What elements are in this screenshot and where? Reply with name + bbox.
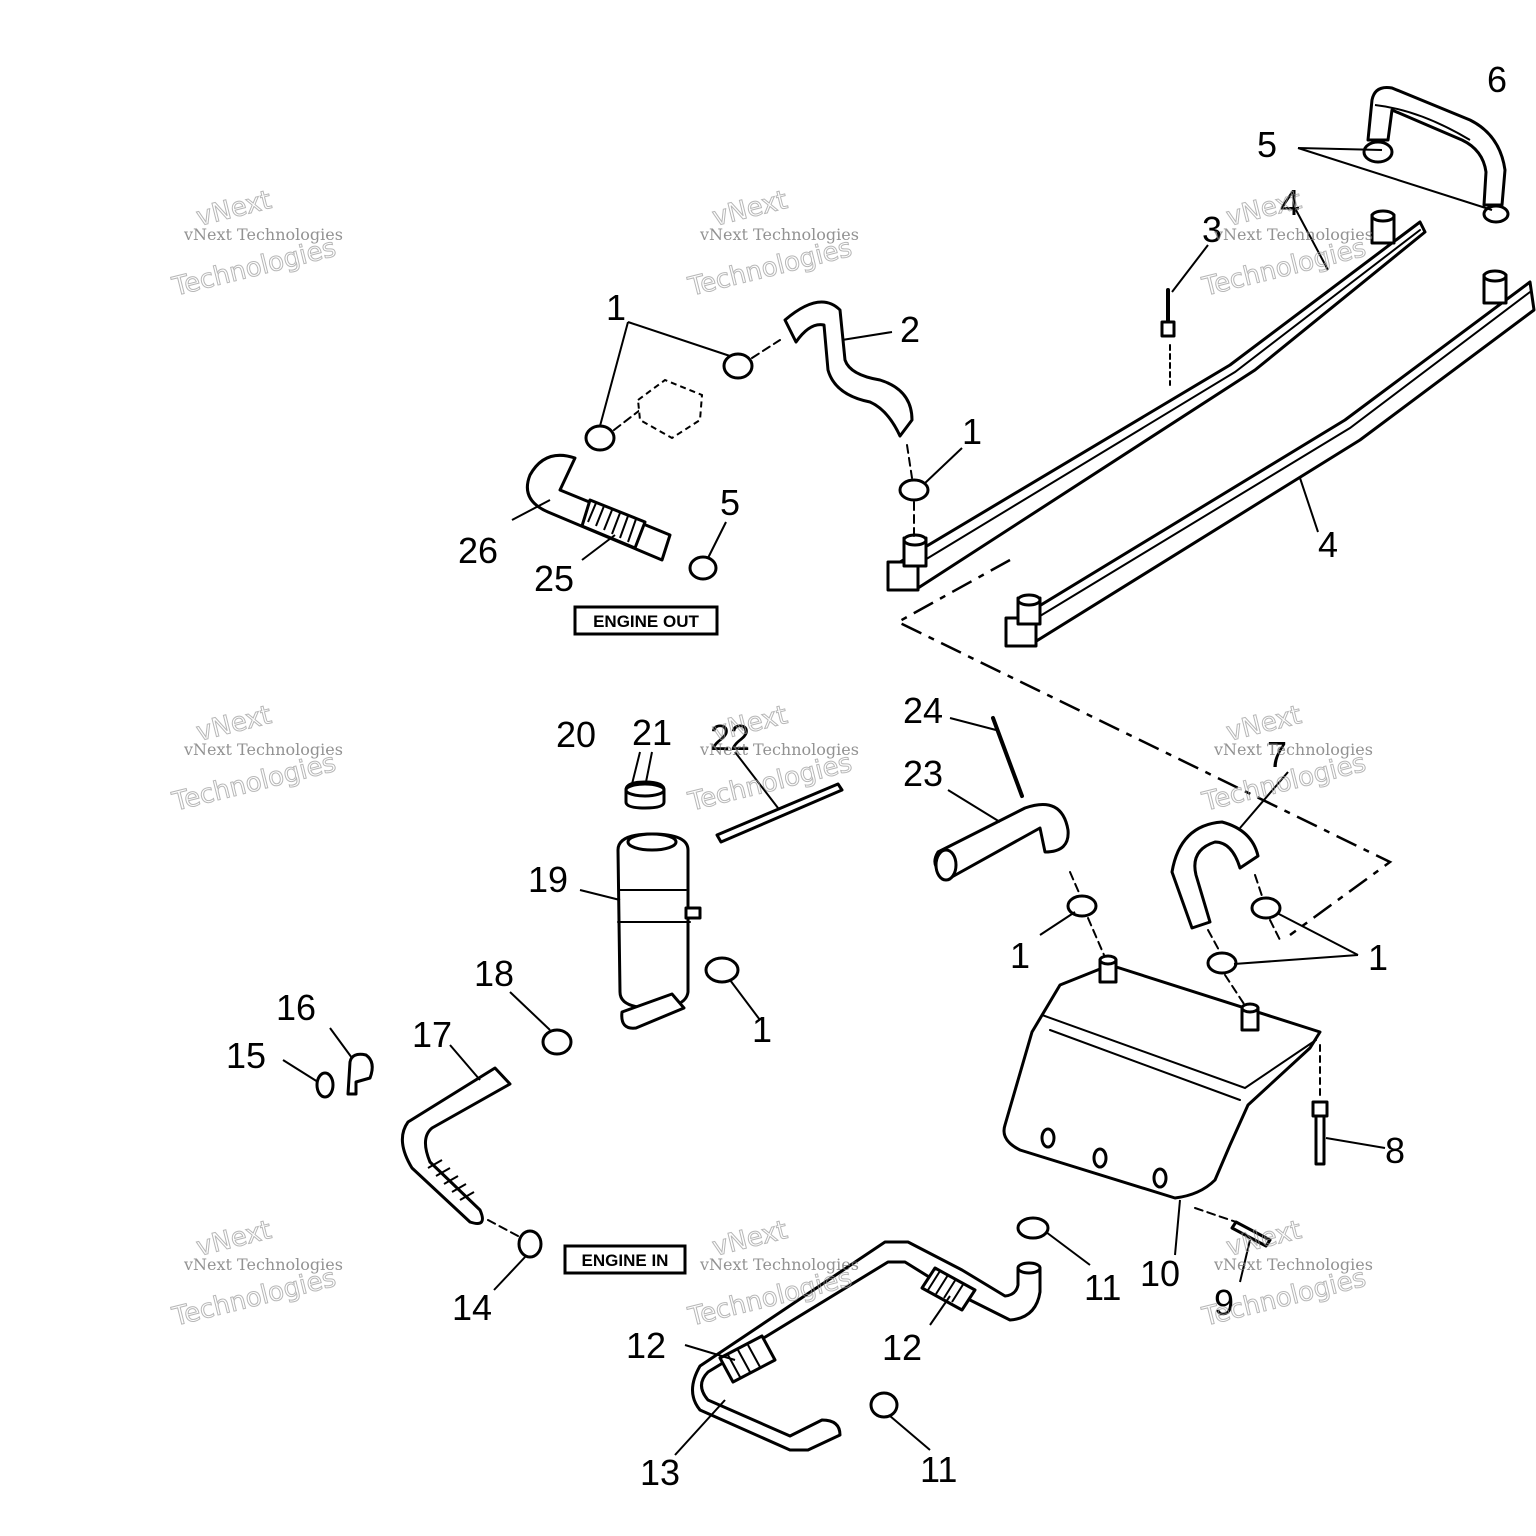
callout-18: 18 (474, 953, 514, 994)
bolt-part-8 (1311, 1044, 1329, 1166)
clamp-part-1-a (584, 352, 930, 502)
callout-numbers: 1 2 3 4 5 6 1 4 5 26 25 20 21 22 24 23 7… (226, 59, 1507, 1493)
callout-12: 12 (626, 1325, 666, 1366)
callout-11: 11 (1084, 1267, 1121, 1308)
callout-3: 3 (1202, 209, 1222, 250)
callout-11: 11 (920, 1449, 957, 1490)
svg-text:vNext Technologies: vNext Technologies (183, 740, 343, 759)
watermark-bottom-center: vNext Technologies vNext Technologies (684, 1215, 859, 1334)
bellows-part-12 (718, 1266, 977, 1384)
callout-25: 25 (534, 558, 574, 599)
reservoir-part-19 (616, 832, 702, 1030)
callout-4: 4 (1280, 182, 1300, 223)
bolt-part-3 (1160, 288, 1176, 386)
watermark-top-center: vNext Technologies vNext Technologies (684, 185, 859, 304)
callout-5: 5 (1257, 124, 1277, 165)
svg-text:vNext Technologies: vNext Technologies (1213, 740, 1373, 759)
callout-2: 2 (900, 309, 920, 350)
callout-1: 1 (752, 1009, 772, 1050)
svg-text:vNext Technologies: vNext Technologies (183, 1255, 343, 1274)
clamp-part-18 (541, 1028, 573, 1056)
callout-1: 1 (1368, 937, 1388, 978)
hose-part-17 (400, 1066, 512, 1225)
clamp-part-1-reservoir (704, 956, 740, 984)
callout-26: 26 (458, 530, 498, 571)
screw-part-9 (1194, 1207, 1272, 1248)
callout-1: 1 (1010, 935, 1030, 976)
watermark-mid-left: vNext Technologies vNext Technologies (168, 700, 343, 819)
callout-24: 24 (903, 690, 943, 731)
callout-22: 22 (710, 717, 750, 758)
callout-6: 6 (1487, 59, 1507, 100)
clamp-part-5-mid (688, 555, 718, 581)
callout-20: 20 (556, 714, 596, 755)
callout-7: 7 (1267, 734, 1287, 775)
svg-text:vNext Technologies: vNext Technologies (1213, 225, 1373, 244)
callout-1: 1 (962, 411, 982, 452)
callout-1: 1 (606, 287, 626, 328)
engine-in-box (563, 1244, 687, 1275)
clamp-part-5-top (1362, 140, 1510, 224)
callout-10: 10 (1140, 1253, 1180, 1294)
cap-part-20-21 (624, 780, 666, 810)
watermark-top-left: vNext Technologies vNext Technologies (168, 185, 343, 304)
callout-17: 17 (412, 1014, 452, 1055)
thermostat-housing-dashed (636, 378, 704, 440)
svg-text:vNext Technologies: vNext Technologies (699, 740, 859, 759)
callout-16: 16 (276, 987, 316, 1028)
svg-text:vNext Technologies: vNext Technologies (1213, 1255, 1373, 1274)
callout-8: 8 (1385, 1130, 1405, 1171)
callout-4: 4 (1318, 524, 1338, 565)
washer-part-15 (315, 1071, 335, 1099)
watermark-bottom-right: vNext Technologies vNext Technologies (1198, 1215, 1373, 1334)
heat-exchanger-part-4-upper (886, 209, 1427, 592)
bellows-part-25 (580, 498, 647, 550)
leader-lines (282, 147, 1493, 1456)
watermark-bottom-left: vNext Technologies vNext Technologies (168, 1215, 343, 1334)
hose-part-23 (933, 803, 1070, 882)
hose-part-7 (1170, 820, 1260, 930)
callout-23: 23 (903, 753, 943, 794)
svg-text:vNext Technologies: vNext Technologies (699, 225, 859, 244)
callout-5: 5 (720, 482, 740, 523)
callout-21: 21 (632, 712, 672, 753)
callout-9: 9 (1214, 1282, 1234, 1323)
engine-in-label: ENGINE IN (582, 1251, 669, 1270)
tie-part-24 (991, 716, 1024, 798)
svg-text:vNext Technologies: vNext Technologies (699, 1255, 859, 1274)
hose-part-13 (691, 1240, 1042, 1452)
callout-12: 12 (882, 1327, 922, 1368)
tank-part-10 (1002, 954, 1322, 1200)
engine-out-box (573, 605, 719, 636)
callout-15: 15 (226, 1035, 266, 1076)
callout-13: 13 (640, 1452, 680, 1493)
vent-tube-part-22 (715, 782, 844, 844)
hose-part-6 (1366, 86, 1507, 207)
hose-part-2 (783, 300, 914, 438)
heat-exchanger-part-4-lower (1004, 269, 1536, 648)
callout-19: 19 (528, 859, 568, 900)
callout-14: 14 (452, 1287, 492, 1328)
engine-out-label: ENGINE OUT (593, 612, 699, 631)
clamp-part-11 (869, 1216, 1050, 1419)
clamp-part-1-tank (1066, 894, 1282, 975)
clamp-part-14 (517, 1229, 543, 1259)
bracket-part-16 (346, 1052, 374, 1096)
svg-text:vNext Technologies: vNext Technologies (183, 225, 343, 244)
assembly-boundary-line (895, 558, 1393, 937)
